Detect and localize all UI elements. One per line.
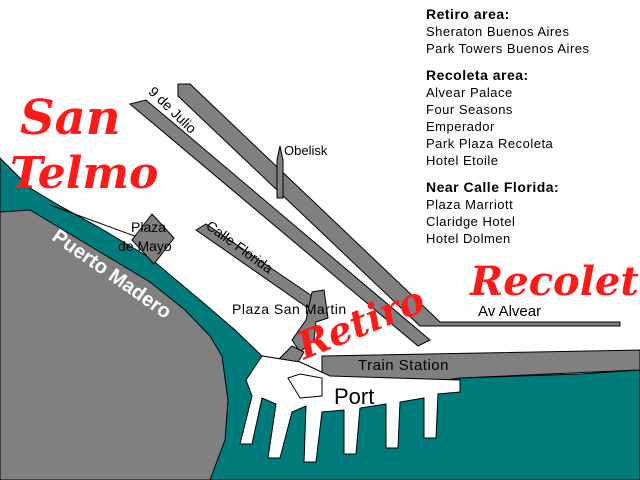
avenue-9-de-julio-lower [128, 99, 431, 347]
label-av-alvear: Av Alvear [478, 303, 542, 320]
legend-list-retiro: Sheraton Buenos Aires Park Towers Buenos… [426, 23, 590, 57]
legend-item: Sheraton Buenos Aires [426, 24, 570, 39]
label-plaza-de-mayo-line1: Plaza [131, 219, 167, 235]
label-plaza-de-mayo-line2: de Mayo [118, 238, 172, 254]
hotel-legend: Retiro area: Sheraton Buenos Aires Park … [426, 6, 590, 257]
legend-item: Four Seasons [426, 102, 513, 117]
pier [287, 373, 323, 399]
legend-item: Hotel Etoile [426, 153, 499, 168]
plaza-de-mayo-block [131, 213, 175, 265]
label-port: Port [334, 384, 375, 409]
land-block [0, 209, 229, 480]
legend-item: Alvear Palace [426, 85, 513, 100]
district-telmo: Telmo [10, 148, 159, 199]
legend-item: Claridge Hotel [426, 214, 516, 229]
legend-list-florida: Plaza Marriott Claridge Hotel Hotel Dolm… [426, 196, 590, 247]
avenue-9-de-julio [177, 83, 621, 327]
label-obelisk: Obelisk [284, 143, 328, 158]
legend-item: Park Towers Buenos Aires [426, 41, 590, 56]
legend-item: Emperador [426, 119, 495, 134]
legend-item: Park Plaza Recoleta [426, 136, 554, 151]
label-plaza-san-martin: Plaza San Martin [232, 301, 347, 317]
legend-heading-florida: Near Calle Florida: [426, 179, 560, 195]
label-train-station: Train Station [358, 357, 449, 374]
legend-item: Hotel Dolmen [426, 231, 511, 246]
shore-line [49, 204, 141, 239]
legend-list-recoleta: Alvear Palace Four Seasons Emperador Par… [426, 84, 590, 169]
legend-heading-recoleta: Recoleta area: [426, 67, 529, 83]
district-recoleta: Recoleta [470, 258, 640, 305]
district-san: San [20, 90, 121, 146]
legend-item: Plaza Marriott [426, 197, 514, 212]
legend-heading-retiro: Retiro area: [426, 6, 510, 22]
plaza-san-martin-block [291, 289, 329, 353]
obelisk-shape [276, 145, 284, 199]
